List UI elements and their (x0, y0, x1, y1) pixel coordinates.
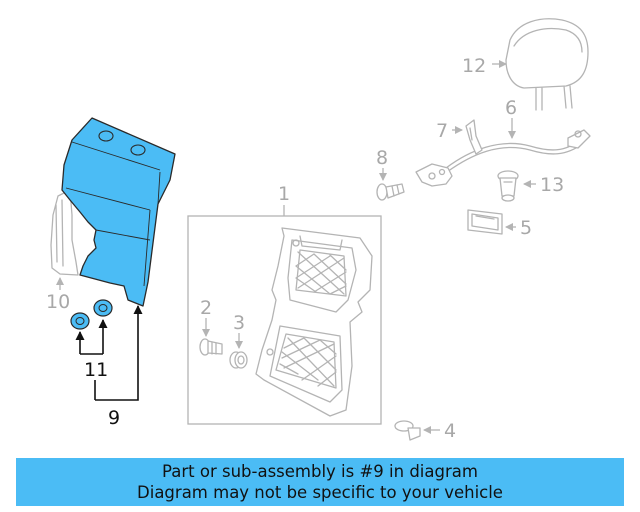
banner-line-2: Diagram may not be specific to your vehi… (137, 483, 503, 502)
banner-line-1: Part or sub-assembly is #9 in diagram (162, 462, 478, 481)
callout-12: 12 (462, 55, 486, 77)
part-1-assembly-box (187, 205, 382, 425)
callout-11: 11 (84, 359, 108, 381)
callout-8: 8 (376, 147, 388, 169)
callout-lines-9-11 (75, 305, 143, 401)
part-9-seatback-cover (61, 117, 176, 307)
part-12-headrest (492, 18, 589, 111)
callout-2: 2 (200, 297, 212, 319)
callout-3: 3 (233, 312, 245, 334)
part-4-bolt (394, 420, 440, 441)
part-2-bolt (199, 318, 223, 356)
part-8-bolt (376, 168, 405, 201)
info-banner: Part or sub-assembly is #9 in diagram Di… (16, 458, 624, 506)
part-11-clip-a (70, 312, 90, 330)
callout-5: 5 (520, 217, 532, 239)
part-10-seatback-frame (50, 189, 79, 276)
part-5-cap (467, 209, 516, 235)
callout-6: 6 (505, 97, 517, 119)
parts-diagram: 1 2 3 4 5 6 7 8 9 10 11 12 13 (46, 18, 591, 442)
part-11-clip-b (93, 299, 113, 317)
callout-13: 13 (540, 174, 564, 196)
callout-4: 4 (444, 420, 456, 442)
part-13-guide (497, 170, 536, 202)
part-7-bracket (452, 119, 483, 155)
callout-7: 7 (436, 120, 448, 142)
release-lever (415, 163, 453, 187)
callout-9: 9 (108, 407, 120, 429)
part-3-nut (229, 333, 248, 369)
part-6-release-cable (445, 118, 591, 173)
callout-1: 1 (278, 183, 290, 205)
callout-10: 10 (46, 291, 70, 313)
